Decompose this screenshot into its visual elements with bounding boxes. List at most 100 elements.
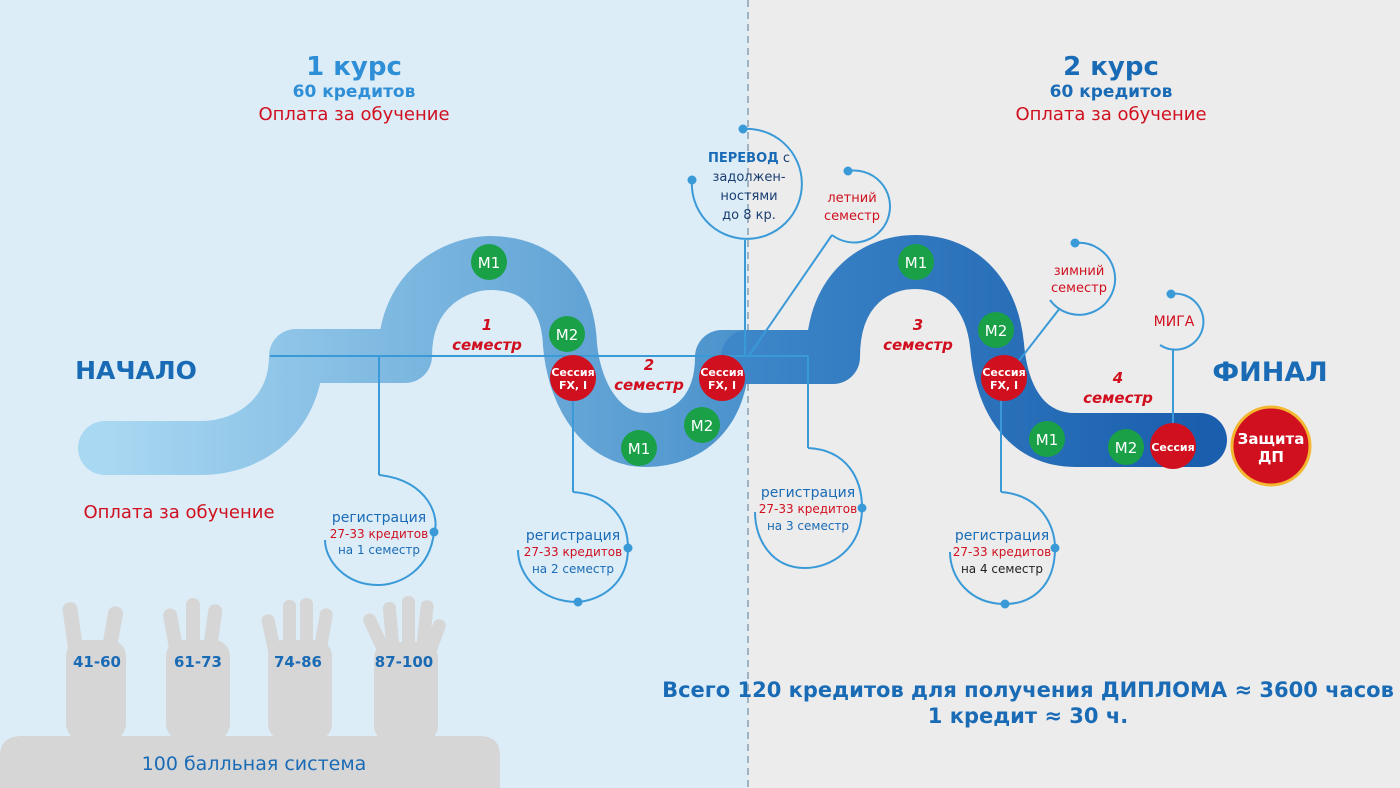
reg4-title: регистрация bbox=[955, 528, 1049, 544]
semester-1-number: 1 bbox=[482, 316, 492, 334]
reg3-credits: 27-33 кредитов bbox=[759, 502, 857, 516]
reg1-callout-swirl bbox=[324, 474, 437, 587]
reg2-title: регистрация bbox=[526, 528, 620, 544]
badge-m1-sem2-label: М1 bbox=[628, 440, 651, 458]
year2-background bbox=[748, 0, 1400, 788]
semester-1-word: семестр bbox=[452, 336, 522, 354]
transfer-text-line1: ПЕРЕВОД с bbox=[708, 151, 790, 166]
summer-semester-line2: семестр bbox=[824, 209, 880, 224]
reg2-callout-dot bbox=[623, 543, 633, 553]
badge-m1-sem1-label: М1 bbox=[478, 254, 501, 272]
reg4-credits: 27-33 кредитов bbox=[953, 545, 1051, 559]
reg2-semester: на 2 семестр bbox=[532, 562, 614, 576]
session-badges bbox=[550, 355, 1196, 469]
badge-m2-sem4-label: М2 bbox=[1115, 439, 1138, 457]
connector-summer-line bbox=[747, 234, 833, 358]
miga-callout-swirl bbox=[1159, 292, 1205, 351]
credit-hours-line: 1 кредит ≈ 30 ч. bbox=[928, 704, 1128, 728]
thesis-defense-line2: ДП bbox=[1258, 448, 1284, 466]
year2-credits: 60 кредитов bbox=[1050, 82, 1173, 102]
year2-title: 2 курс bbox=[1063, 52, 1159, 82]
reg3-callout-swirl bbox=[754, 447, 864, 570]
summer-callout-dot bbox=[843, 166, 853, 176]
hand-three-fingers-icon bbox=[163, 598, 230, 740]
reg2-callout-end-dot bbox=[573, 597, 583, 607]
grade-range-4: 87-100 bbox=[375, 653, 433, 671]
badge-session-sem3-line1: Сессия bbox=[982, 366, 1025, 379]
badge-session-sem1-line2: FX, I bbox=[559, 379, 587, 392]
winter-callout-dot bbox=[1070, 238, 1080, 248]
reg3-callout-dot bbox=[857, 503, 867, 513]
transfer-callout-swirl bbox=[690, 127, 803, 240]
reg4-callout-dot bbox=[1050, 543, 1060, 553]
transfer-text-line4: до 8 кр. bbox=[722, 208, 776, 223]
start-payment: Оплата за обучение bbox=[83, 502, 274, 523]
hand-four-fingers-icon bbox=[261, 598, 333, 740]
badge-session-sem3 bbox=[981, 355, 1027, 401]
winter-semester-line1: зимний bbox=[1054, 264, 1105, 279]
reg1-credits: 27-33 кредитов bbox=[330, 527, 428, 541]
hand-five-fingers-icon bbox=[363, 596, 446, 742]
callout-swirls bbox=[324, 124, 1205, 609]
total-credits-line: Всего 120 кредитов для получения ДИПЛОМА… bbox=[662, 678, 1394, 702]
reg1-semester: на 1 семестр bbox=[338, 543, 420, 557]
badge-m2-sem1-label: М2 bbox=[556, 326, 579, 344]
thesis-defense-line1: Защита bbox=[1238, 430, 1305, 448]
badge-m2-sem1 bbox=[549, 316, 585, 352]
reg3-title: регистрация bbox=[761, 485, 855, 501]
grading-base bbox=[0, 736, 500, 788]
year1-title: 1 курс bbox=[306, 52, 402, 82]
transfer-callout-dot bbox=[738, 124, 748, 134]
semester-3-word: семестр bbox=[883, 336, 953, 354]
semester-4-number: 4 bbox=[1112, 369, 1123, 387]
winter-callout-swirl bbox=[1049, 241, 1117, 316]
badge-session-sem2-line2: FX, I bbox=[708, 379, 736, 392]
start-label: НАЧАЛО bbox=[75, 356, 197, 385]
connector-lines bbox=[270, 234, 1174, 492]
year1-payment: Оплата за обучение bbox=[258, 104, 449, 125]
grading-hands bbox=[0, 596, 500, 788]
badge-m1-sem4 bbox=[1029, 421, 1065, 457]
connector-winter-line bbox=[1017, 307, 1061, 363]
reg1-title: регистрация bbox=[332, 510, 426, 526]
badge-m2-sem4 bbox=[1108, 429, 1144, 465]
grade-range-1: 41-60 bbox=[73, 653, 121, 671]
semester-3-number: 3 bbox=[913, 316, 923, 334]
badge-m1-sem3 bbox=[898, 244, 934, 280]
grade-range-2: 61-73 bbox=[174, 653, 222, 671]
grading-system-label: 100 балльная система bbox=[142, 753, 367, 775]
badge-m1-sem4-label: М1 bbox=[1036, 431, 1059, 449]
finish-label: ФИНАЛ bbox=[1212, 357, 1327, 388]
miga-callout-dot bbox=[1166, 289, 1176, 299]
badge-final-session-label: Сессия bbox=[1151, 441, 1194, 454]
hand-two-fingers-icon bbox=[62, 602, 126, 740]
badge-m2-sem3-label: М2 bbox=[985, 322, 1008, 340]
transfer-bold-word: ПЕРЕВОД bbox=[708, 151, 779, 166]
path-year1 bbox=[78, 236, 775, 475]
reg2-callout-swirl bbox=[517, 491, 630, 604]
badge-m1-sem2 bbox=[621, 430, 657, 466]
reg4-semester: на 4 семестр bbox=[961, 562, 1043, 576]
transfer-callout-end-dot bbox=[687, 175, 697, 185]
reg3-semester: на 3 семестр bbox=[767, 519, 849, 533]
badge-m1-sem1 bbox=[471, 244, 507, 280]
transfer-text-line2: задолжен- bbox=[712, 170, 785, 185]
reg4-callout-swirl bbox=[949, 491, 1057, 606]
grade-range-3: 74-86 bbox=[274, 653, 322, 671]
path-year2 bbox=[721, 235, 1227, 467]
winter-semester-line2: семестр bbox=[1051, 281, 1107, 296]
reg1-callout-dot bbox=[429, 527, 439, 537]
thesis-defense-badge bbox=[1230, 405, 1312, 487]
badge-session-sem1 bbox=[550, 355, 596, 401]
semester-2-number: 2 bbox=[644, 356, 654, 374]
badge-session-sem1-line1: Сессия bbox=[551, 366, 594, 379]
module-badges bbox=[471, 244, 1144, 466]
badge-m2-sem2-label: М2 bbox=[691, 417, 714, 435]
badge-session-sem2-line1: Сессия bbox=[700, 366, 743, 379]
badge-session-sem2 bbox=[699, 355, 745, 401]
year1-credits: 60 кредитов bbox=[293, 82, 416, 102]
reg2-credits: 27-33 кредитов bbox=[524, 545, 622, 559]
reg4-callout-end-dot bbox=[1000, 599, 1010, 609]
